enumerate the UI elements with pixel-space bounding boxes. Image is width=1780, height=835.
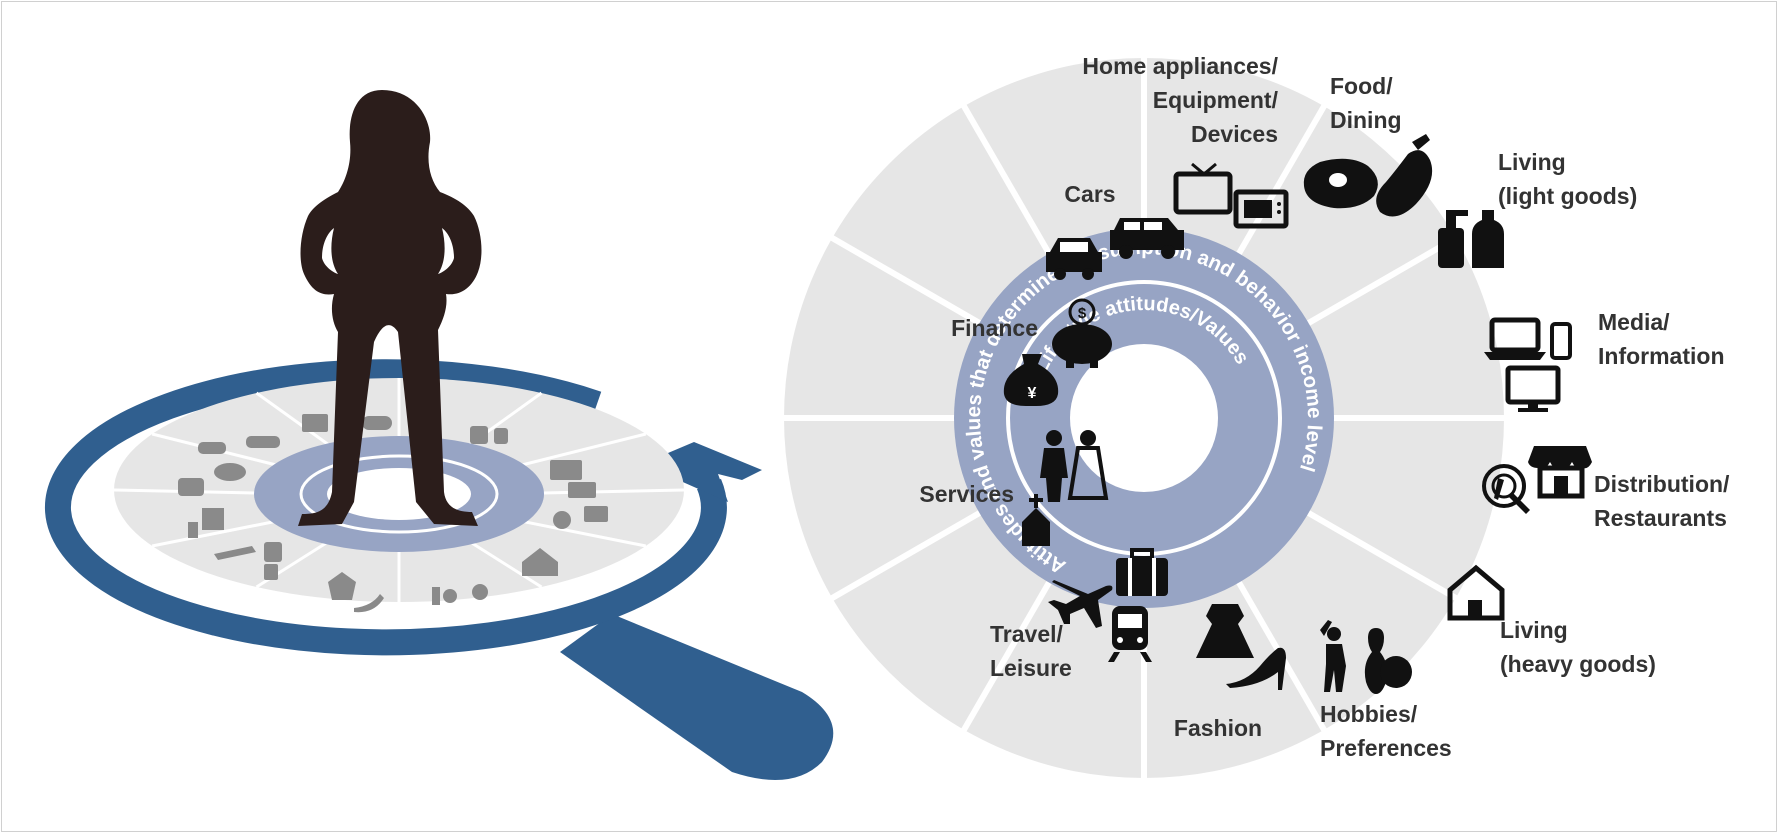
golfer-icon (1320, 620, 1346, 692)
smartphone-icon (1550, 322, 1572, 360)
segment-label-line: Living (1498, 149, 1566, 175)
detergent-bottle-icon (1472, 210, 1504, 268)
segment-label-line: Distribution/ (1594, 471, 1730, 497)
circular-arrow (44, 359, 727, 656)
segment-label-line: Dining (1330, 107, 1402, 133)
segment-label-line: (heavy goods) (1500, 651, 1656, 677)
segment-label-line: Home appliances/ (1082, 53, 1278, 79)
segment-label-line: Fashion (1174, 715, 1262, 741)
suv-icon (1110, 218, 1184, 259)
segment-label-line: Leisure (990, 655, 1072, 681)
money-bag-icon: ¥ (1003, 354, 1059, 406)
segment-label-line: Media/ (1598, 309, 1670, 335)
platform-icons (178, 414, 608, 613)
segment-label-living-light: Living (light goods) (1498, 149, 1637, 209)
segment-label-living-heavy: Living (heavy goods) (1500, 617, 1656, 677)
segment-label-fashion: Fashion (1174, 715, 1262, 741)
dollar-symbol: $ (1078, 305, 1087, 322)
pump-bottle-icon (1438, 210, 1468, 268)
segment-label-line: Preferences (1320, 735, 1452, 761)
segment-label-hobbies: Hobbies/Preferences (1320, 701, 1452, 761)
segment-label-media: Media/Information (1598, 309, 1725, 369)
wheel-center-hole (1070, 344, 1218, 492)
segment-label-line: Devices (1191, 121, 1278, 147)
segment-label-line: Equipment/ (1153, 87, 1279, 113)
high-heel-icon (1226, 647, 1286, 690)
laptop-icon (1484, 317, 1546, 360)
segment-label-line: Information (1598, 343, 1725, 369)
segment-label-line: Services (919, 481, 1014, 507)
train-icon (1108, 606, 1152, 662)
segment-label-line: Cars (1064, 181, 1115, 207)
wedding-couple-icon (1040, 430, 1109, 502)
wheel-icons: $ ¥ (1003, 134, 1592, 694)
segment-label-finance: Finance (951, 315, 1038, 341)
dress-icon (1196, 604, 1254, 658)
plate-cutlery-icon (1482, 464, 1530, 514)
airplane-icon (1048, 580, 1113, 628)
store-icon (1528, 446, 1592, 499)
meat-icon (1303, 158, 1378, 209)
eggplant-icon (1376, 134, 1433, 217)
microwave-icon (1233, 189, 1289, 229)
bowling-icon (1364, 628, 1412, 694)
segment-label-home-appliances: Home appliances/Equipment/Devices (1082, 53, 1278, 147)
arrow-head (642, 442, 762, 502)
segment-label-line: Finance (951, 315, 1038, 341)
segment-label-line: Food/ (1330, 73, 1393, 99)
car-icon (1046, 238, 1102, 280)
magnifier-handle (560, 614, 834, 780)
segment-label-line: Travel/ (990, 621, 1063, 647)
lifestyle-wheel: Attitudes and values that determine cons… (780, 53, 1730, 782)
suitcase-icon (1116, 548, 1168, 596)
segment-label-travel: Travel/Leisure (990, 621, 1072, 681)
church-icon (1022, 494, 1050, 546)
segment-label-line: Living (1500, 617, 1568, 643)
woman-silhouette (298, 90, 482, 526)
segment-label-services: Services (919, 481, 1014, 507)
house-icon (1447, 564, 1505, 621)
yen-symbol: ¥ (1028, 385, 1037, 402)
magnifier-illustration (44, 359, 834, 780)
segment-label-cars: Cars (1064, 181, 1115, 207)
monitor-icon (1505, 365, 1561, 412)
segment-label-distribution: Distribution/Restaurants (1594, 471, 1730, 531)
segment-label-line: Hobbies/ (1320, 701, 1418, 727)
segment-label-line: Restaurants (1594, 505, 1727, 531)
segment-label-line: (light goods) (1498, 183, 1637, 209)
platform-ring-line (299, 454, 499, 534)
tv-icon (1173, 162, 1233, 215)
piggy-bank-icon: $ (1052, 298, 1112, 368)
segment-label-food: Food/Dining (1330, 73, 1402, 133)
